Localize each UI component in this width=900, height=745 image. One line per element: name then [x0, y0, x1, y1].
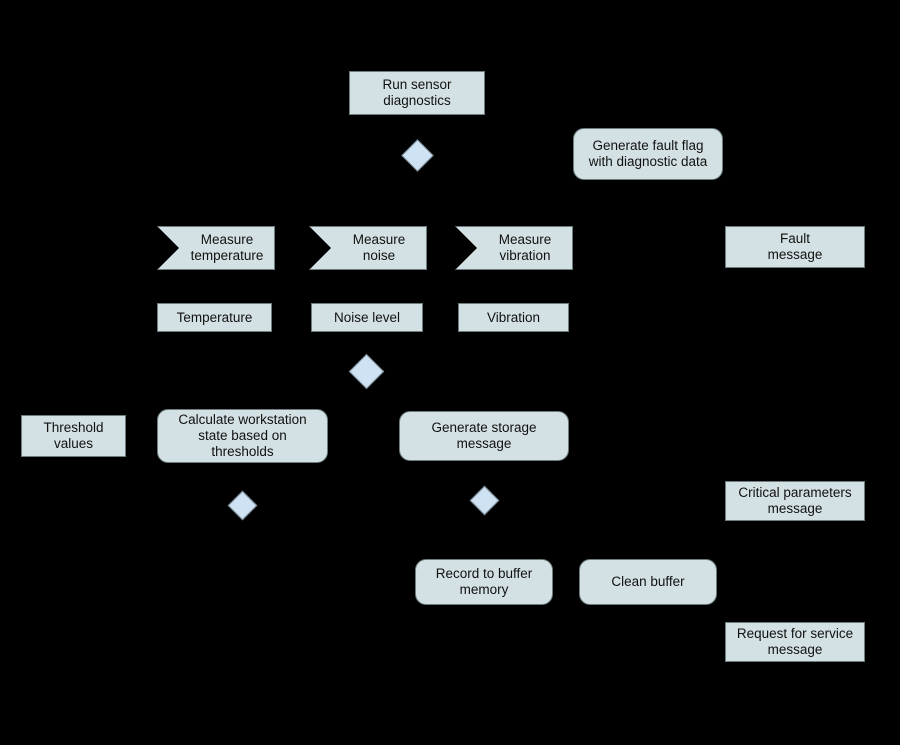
node-label-fault-message: Fault message: [767, 231, 823, 262]
node-label-generate-fault-flag: Generate fault flag with diagnostic data: [588, 138, 708, 169]
node-label-measure-vibration: Measure vibration: [498, 232, 552, 263]
node-label-temperature: Temperature: [176, 309, 253, 325]
node-temperature[interactable]: Temperature: [157, 303, 272, 332]
node-measure-vibration[interactable]: Measure vibration: [455, 226, 573, 270]
node-noise-level[interactable]: Noise level: [311, 303, 423, 332]
node-label-measure-noise: Measure noise: [352, 232, 406, 263]
node-label-critical-parameters-message: Critical parameters message: [738, 485, 852, 516]
node-measure-noise[interactable]: Measure noise: [309, 226, 427, 270]
diamond-decision-after-diagnostics[interactable]: [400, 138, 434, 172]
diamond-decision-after-state[interactable]: [227, 490, 257, 520]
node-measure-temperature[interactable]: Measure temperature: [157, 226, 275, 270]
diamond-decision-after-readings[interactable]: [348, 353, 384, 389]
node-clean-buffer[interactable]: Clean buffer: [579, 559, 717, 605]
diamond-decision-after-storage[interactable]: [469, 485, 499, 515]
node-label-noise-level: Noise level: [333, 309, 401, 325]
node-label-record-to-buffer-memory: Record to buffer memory: [435, 566, 533, 597]
node-label-calculate-workstation-state: Calculate workstation state based on thr…: [178, 412, 307, 459]
node-record-to-buffer-memory[interactable]: Record to buffer memory: [415, 559, 553, 605]
node-generate-storage-message[interactable]: Generate storage message: [399, 411, 569, 461]
node-threshold-values[interactable]: Threshold values: [21, 415, 126, 457]
node-label-threshold-values: Threshold values: [43, 420, 104, 451]
node-label-vibration: Vibration: [486, 309, 541, 325]
node-label-run-sensor-diagnostics: Run sensor diagnostics: [382, 77, 452, 108]
node-fault-message[interactable]: Fault message: [725, 226, 865, 268]
node-label-measure-temperature: Measure temperature: [190, 232, 264, 263]
node-generate-fault-flag[interactable]: Generate fault flag with diagnostic data: [573, 128, 723, 180]
node-request-for-service-message[interactable]: Request for service message: [725, 622, 865, 662]
node-critical-parameters-message[interactable]: Critical parameters message: [725, 481, 865, 521]
node-run-sensor-diagnostics[interactable]: Run sensor diagnostics: [349, 71, 485, 115]
node-vibration[interactable]: Vibration: [458, 303, 569, 332]
node-label-generate-storage-message: Generate storage message: [431, 420, 537, 451]
node-label-clean-buffer: Clean buffer: [611, 574, 685, 589]
node-label-request-for-service-message: Request for service message: [736, 626, 854, 657]
node-calculate-workstation-state[interactable]: Calculate workstation state based on thr…: [157, 409, 328, 463]
